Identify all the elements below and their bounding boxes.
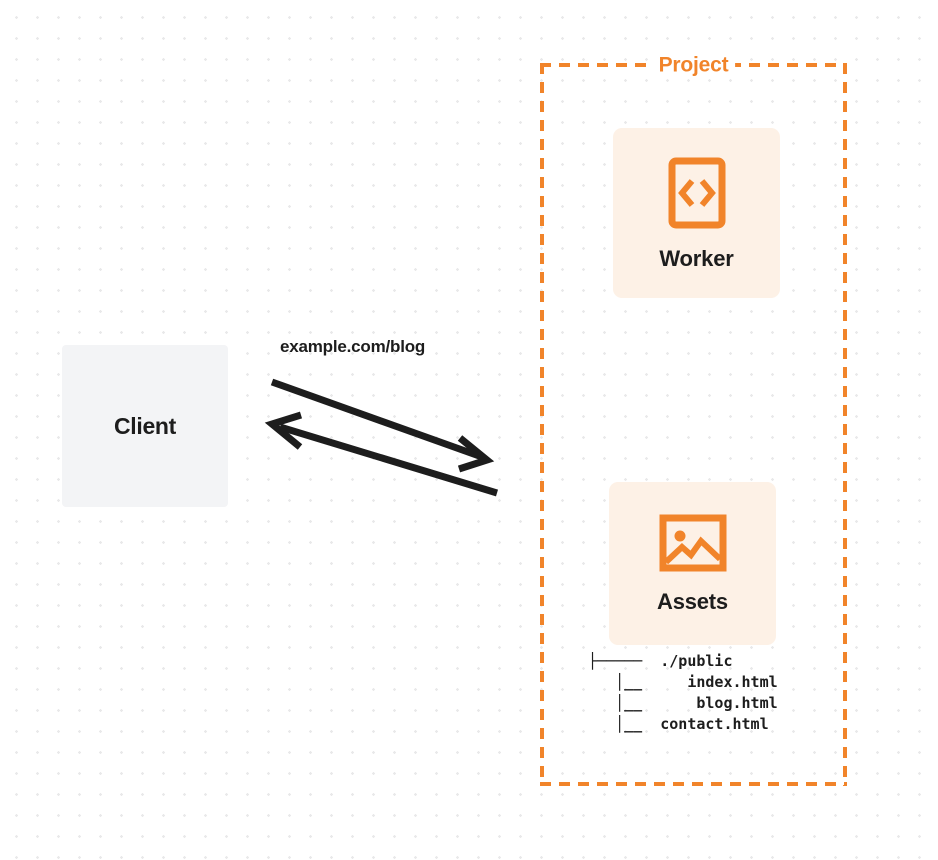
assets-label: Assets xyxy=(657,589,728,614)
project-border-right xyxy=(843,63,847,786)
client-label: Client xyxy=(113,412,177,439)
worker-label: Worker xyxy=(659,245,734,271)
assets-node[interactable]: Assets xyxy=(609,482,776,645)
client-node[interactable]: Client xyxy=(62,345,228,507)
project-container: Project Worker Assets xyxy=(540,54,847,786)
project-border-left xyxy=(540,63,544,786)
worker-node[interactable]: Worker xyxy=(613,128,780,298)
asset-file-tree: ├───── ./public │__ index.html │__ blog.… xyxy=(588,652,778,733)
response-arrow xyxy=(264,411,499,497)
project-border-bottom xyxy=(540,782,847,786)
request-url-label: example.com/blog xyxy=(280,337,426,356)
image-picture-icon xyxy=(659,514,727,577)
request-arrow xyxy=(270,378,495,473)
project-label: Project xyxy=(651,54,736,76)
code-brackets-icon xyxy=(668,157,726,234)
